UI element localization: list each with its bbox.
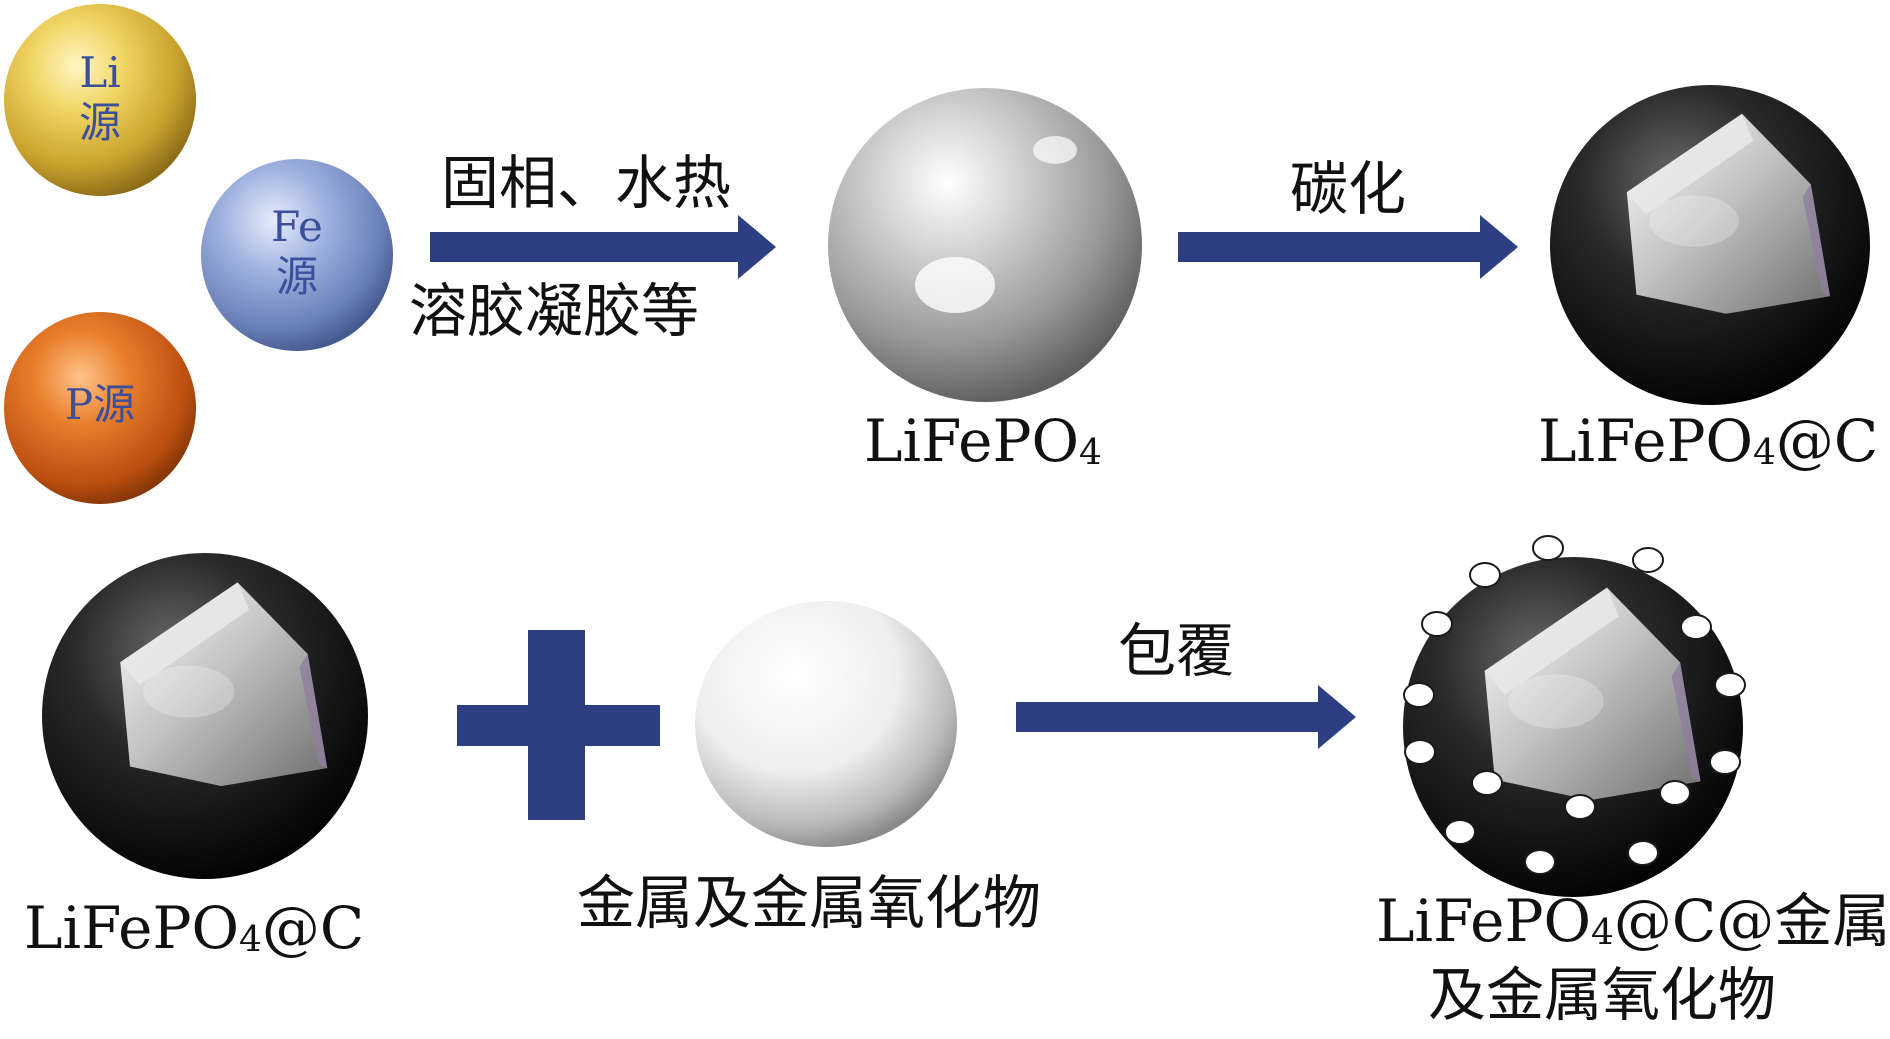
arrow-step2 (1178, 215, 1518, 279)
li-source-line1: Li (79, 48, 121, 97)
lifepo4-sphere (828, 88, 1142, 402)
p-source-label: P源 (40, 380, 160, 430)
lifepo4-highlight (915, 257, 995, 313)
li-source-sphere (4, 4, 196, 196)
lifepo4-c-label: LiFePO4@C (1538, 407, 1879, 475)
final-coated-sphere (1403, 557, 1743, 897)
final-product-label-line2: 及金属氧化物 (1428, 961, 1777, 1029)
arrow-step3-label: 包覆 (1118, 617, 1235, 685)
lifepo4-c-sphere (1550, 85, 1870, 405)
left-lifepo4-c-sphere (42, 553, 368, 879)
arrow-step1 (430, 215, 776, 279)
arrow-step1-top-label: 固相、水热 (441, 149, 732, 217)
li-source-line2: 源 (78, 98, 121, 148)
arrow-step1-bottom-label: 溶胶凝胶等 (409, 277, 700, 345)
final-product-label-line1: LiFePO4@C@金属 (1376, 887, 1890, 955)
arrow-step3 (1016, 685, 1356, 749)
p-source-line1: P源 (64, 380, 136, 429)
arrow-step2-label: 碳化 (1290, 155, 1407, 223)
metal-coating-dots (1403, 535, 1746, 875)
fe-source-line2: 源 (275, 252, 318, 302)
lifepo4-label: LiFePO4 (864, 407, 1102, 475)
left-lifepo4-c-label: LiFePO4@C (24, 894, 365, 962)
metal-oxide-label: 金属及金属氧化物 (577, 869, 1042, 937)
fe-source-line1: Fe (271, 202, 323, 251)
plus-sign (457, 630, 660, 820)
metal-sphere (695, 601, 957, 847)
p-source-sphere (4, 312, 196, 504)
fe-source-label: Fe 源 (247, 202, 347, 303)
li-source-label: Li 源 (50, 48, 150, 149)
fe-source-sphere (201, 159, 393, 351)
